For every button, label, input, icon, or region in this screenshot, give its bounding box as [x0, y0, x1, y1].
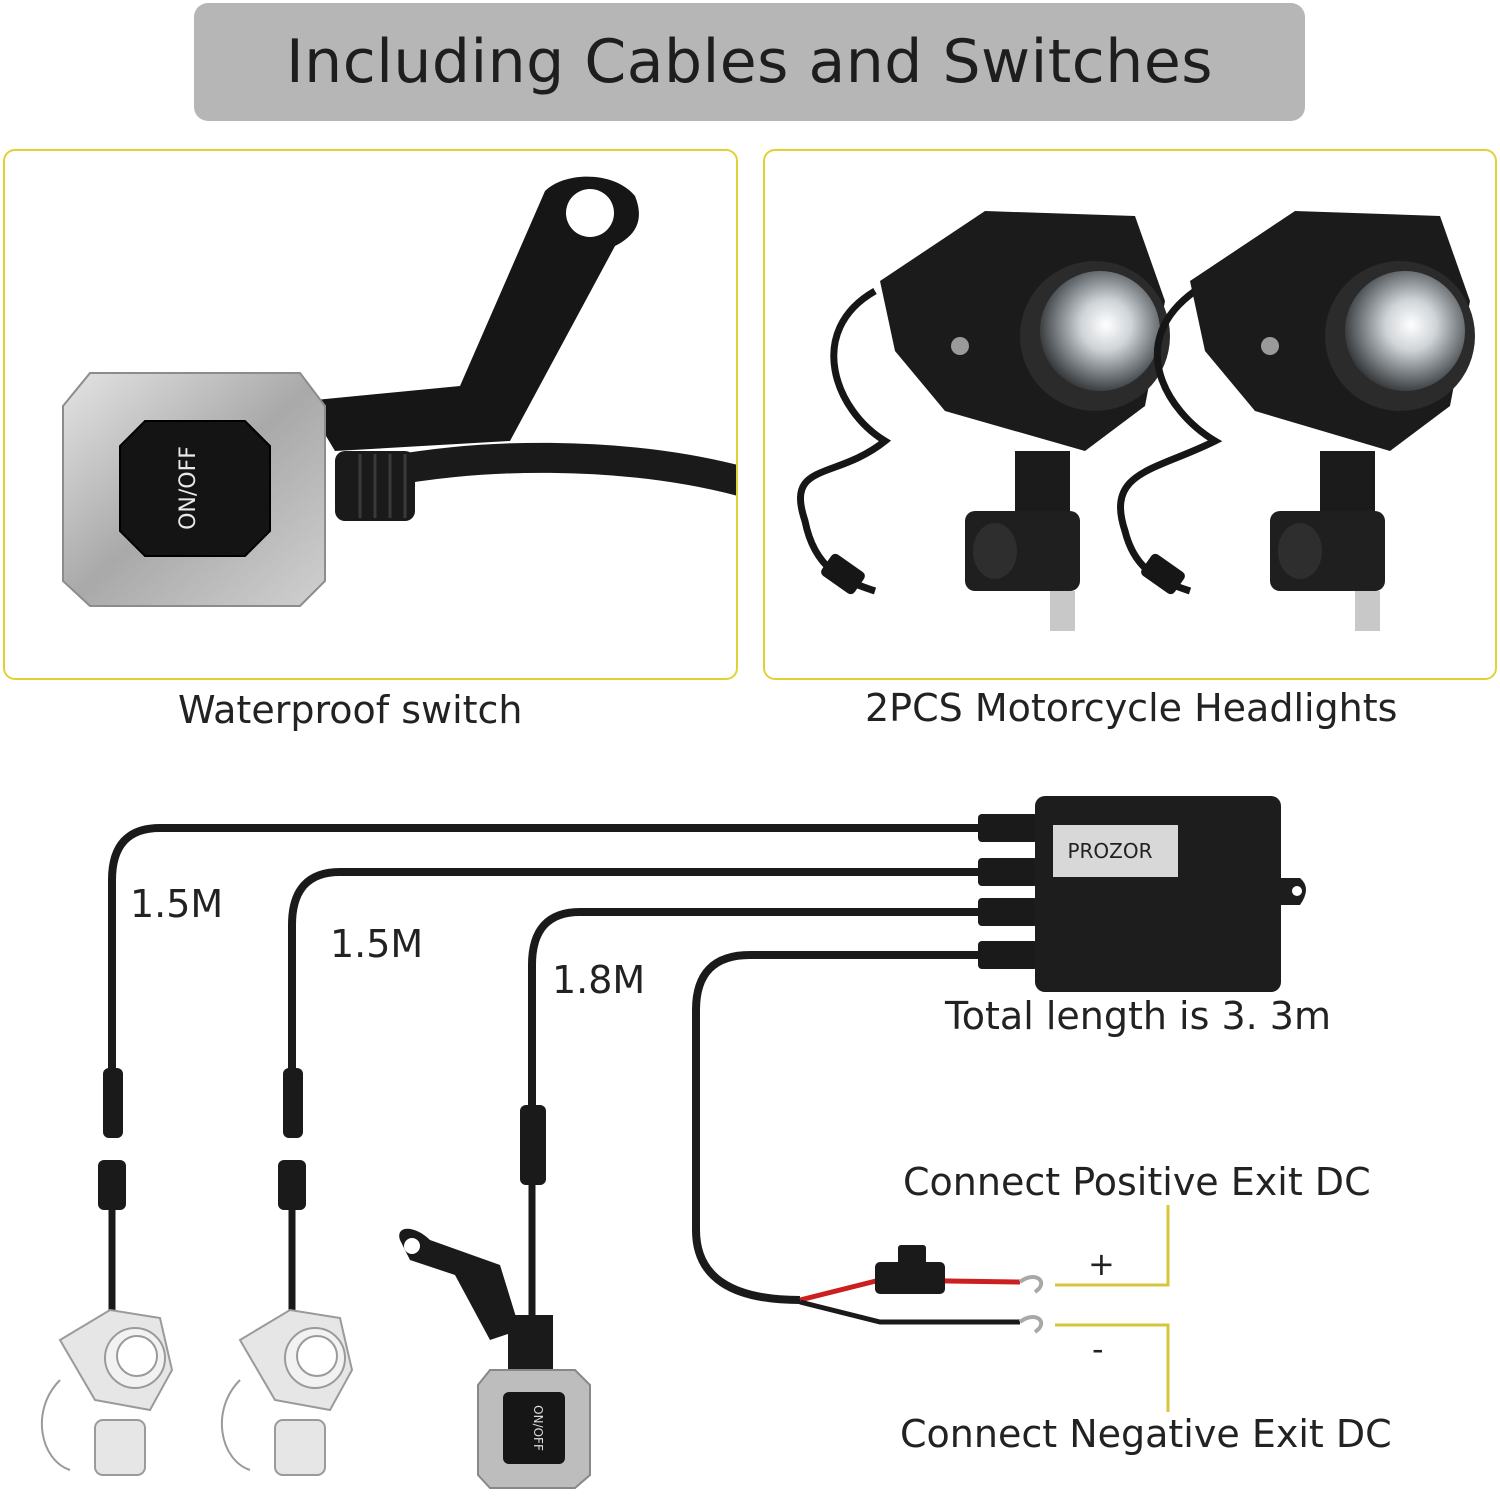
cable-1-length: 1.5M — [130, 882, 224, 926]
page-title: Including Cables and Switches — [285, 27, 1213, 97]
switch-button-label: ON/OFF — [176, 446, 201, 530]
cable-2-length: 1.5M — [330, 922, 424, 966]
total-length-label: Total length is 3. 3m — [945, 994, 1331, 1038]
headlights-illustration — [797, 211, 1475, 631]
controller-box: PROZOR — [1035, 796, 1306, 992]
small-switch: ON/OFF — [399, 1228, 591, 1489]
cable-1 — [108, 824, 980, 1070]
small-headlight-1 — [40, 1308, 174, 1476]
switch-caption: Waterproof switch — [178, 688, 523, 732]
cable-3-length: 1.8M — [552, 958, 646, 1002]
cable-2 — [288, 868, 980, 1070]
headlight-right — [1117, 211, 1475, 631]
switch-photo-panel: ON/OFF — [3, 149, 738, 680]
headlight-left — [797, 211, 1170, 631]
fuse-holder — [875, 1245, 945, 1294]
waterproof-switch-illustration: ON/OFF — [62, 176, 736, 607]
controller-brand-label: PROZOR — [1067, 839, 1152, 863]
power-cable — [692, 951, 980, 1304]
negative-sign: - — [1092, 1330, 1104, 1368]
title-banner: Including Cables and Switches — [194, 3, 1305, 121]
small-switch-label: ON/OFF — [531, 1405, 545, 1451]
headlights-photo-panel — [763, 149, 1497, 680]
negative-connection-label: Connect Negative Exit DC — [900, 1412, 1392, 1456]
positive-sign: + — [1088, 1245, 1115, 1283]
positive-connection-label: Connect Positive Exit DC — [903, 1160, 1371, 1204]
negative-wire — [799, 1299, 1020, 1325]
cable-3 — [528, 908, 980, 1105]
headlights-caption: 2PCS Motorcycle Headlights — [865, 686, 1398, 730]
small-headlight-2 — [220, 1308, 354, 1476]
wiring-diagram: PROZOR ON/OFF — [40, 796, 1306, 1489]
